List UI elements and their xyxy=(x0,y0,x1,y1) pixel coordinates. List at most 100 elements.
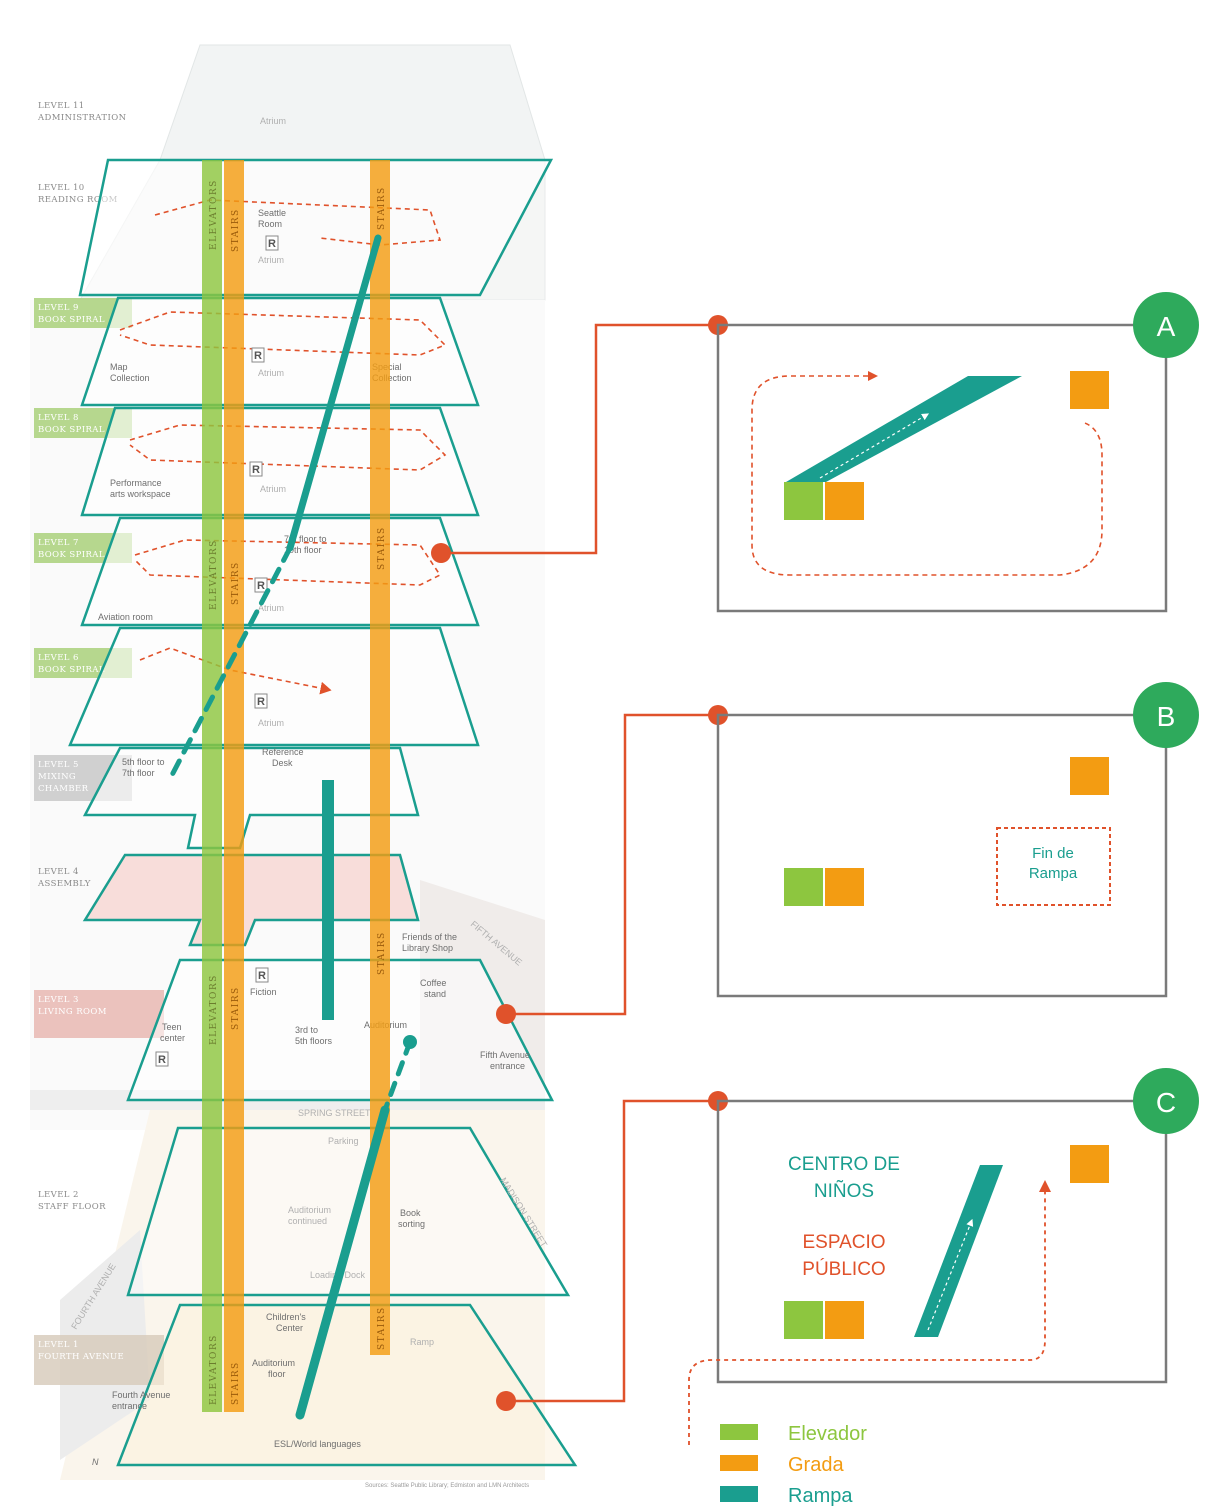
svg-text:STAIRS: STAIRS xyxy=(231,1361,241,1405)
r-marker: R xyxy=(255,967,269,983)
svg-text:Atrium: Atrium xyxy=(258,718,284,728)
svg-text:MIXING: MIXING xyxy=(38,772,76,782)
svg-text:BOOK SPIRAL: BOOK SPIRAL xyxy=(38,550,105,560)
r-marker: R xyxy=(254,693,268,709)
legend-item-rampa: Rampa xyxy=(720,1485,853,1507)
svg-text:Reference: Reference xyxy=(262,747,304,757)
svg-text:STAIRS: STAIRS xyxy=(377,526,387,570)
svg-text:Grada: Grada xyxy=(788,1454,844,1476)
svg-text:ASSEMBLY: ASSEMBLY xyxy=(37,879,91,889)
inset-a-elevator xyxy=(784,482,823,520)
svg-text:Aviation room: Aviation room xyxy=(98,612,153,622)
svg-text:STAIRS: STAIRS xyxy=(231,986,241,1030)
svg-text:LEVEL 2: LEVEL 2 xyxy=(38,1190,79,1200)
svg-text:CHAMBER: CHAMBER xyxy=(38,784,89,794)
inset-c-badge: C xyxy=(1156,1087,1176,1118)
svg-text:Atrium: Atrium xyxy=(260,484,286,494)
inset-b-stair xyxy=(825,868,864,906)
svg-text:ADMINISTRATION: ADMINISTRATION xyxy=(37,113,127,123)
svg-text:LEVEL 9: LEVEL 9 xyxy=(38,303,79,313)
svg-text:LEVEL 11: LEVEL 11 xyxy=(38,101,85,111)
svg-text:ELEVATORS: ELEVATORS xyxy=(209,1334,219,1405)
svg-text:R: R xyxy=(257,696,265,708)
level-10-label: LEVEL 10 READING ROOM xyxy=(38,183,118,205)
svg-text:STAIRS: STAIRS xyxy=(377,931,387,975)
ramp-lower-dashed xyxy=(382,1039,413,1113)
svg-text:ELEVATORS: ELEVATORS xyxy=(209,974,219,1045)
svg-text:STAIRS: STAIRS xyxy=(231,561,241,605)
inset-b-elevator xyxy=(784,868,823,906)
svg-text:R: R xyxy=(158,1054,166,1066)
r-marker: R xyxy=(254,577,268,593)
svg-text:5th floors: 5th floors xyxy=(295,1036,333,1046)
r-marker: R xyxy=(249,461,263,477)
inset-b: Fin de Rampa B xyxy=(716,682,1199,998)
svg-text:R: R xyxy=(258,970,266,982)
svg-text:Map: Map xyxy=(110,362,128,372)
svg-text:Room: Room xyxy=(258,219,282,229)
svg-text:READING ROOM: READING ROOM xyxy=(38,195,118,205)
inset-a-stair xyxy=(825,482,864,520)
svg-text:Teen: Teen xyxy=(162,1022,182,1032)
floor-plate-10 xyxy=(78,158,554,297)
inset-c: CENTRO DE NIÑOS ESPACIO PÚBLICO C xyxy=(688,1068,1199,1445)
svg-text:Library Shop: Library Shop xyxy=(402,943,453,953)
svg-text:Atrium: Atrium xyxy=(260,116,286,126)
svg-text:Auditorium: Auditorium xyxy=(288,1205,331,1215)
svg-text:entrance: entrance xyxy=(490,1061,525,1071)
svg-text:ESL/World languages: ESL/World languages xyxy=(274,1439,361,1449)
svg-text:5th floor to: 5th floor to xyxy=(122,757,165,767)
inset-a-route xyxy=(751,375,1103,576)
svg-text:Coffee: Coffee xyxy=(420,978,446,988)
svg-text:continued: continued xyxy=(288,1216,327,1226)
inset-a-ramp xyxy=(786,376,1022,482)
ramps xyxy=(169,234,417,1420)
svg-text:R: R xyxy=(268,238,276,250)
espacio-line2: PÚBLICO xyxy=(802,1258,885,1280)
floor-plate-3 xyxy=(126,958,555,1102)
svg-text:Atrium: Atrium xyxy=(258,603,284,613)
svg-text:7th floor to: 7th floor to xyxy=(284,534,327,544)
svg-text:Friends of the: Friends of the xyxy=(402,932,457,942)
connectors xyxy=(441,323,718,1403)
svg-text:FOURTH AVENUE: FOURTH AVENUE xyxy=(38,1352,124,1362)
svg-text:Collection: Collection xyxy=(110,373,150,383)
connector-c xyxy=(506,1099,718,1403)
svg-text:10th floor: 10th floor xyxy=(284,545,322,555)
svg-text:Atrium: Atrium xyxy=(258,368,284,378)
svg-text:LEVEL 7: LEVEL 7 xyxy=(38,538,79,548)
svg-text:LEVEL 1: LEVEL 1 xyxy=(38,1340,79,1350)
svg-text:LEVEL 6: LEVEL 6 xyxy=(38,653,79,663)
ramp-lower xyxy=(295,1105,390,1420)
connector-a xyxy=(441,323,718,555)
svg-text:STAIRS: STAIRS xyxy=(377,1306,387,1350)
svg-text:Fourth Avenue: Fourth Avenue xyxy=(112,1390,170,1400)
svg-text:floor: floor xyxy=(268,1369,286,1379)
connector-b xyxy=(506,713,718,1016)
level-4-label: LEVEL 4 ASSEMBLY xyxy=(37,867,91,889)
inset-a: A xyxy=(716,292,1199,613)
svg-text:LEVEL 3: LEVEL 3 xyxy=(38,995,79,1005)
svg-text:ELEVATORS: ELEVATORS xyxy=(209,539,219,610)
svg-text:Center: Center xyxy=(276,1323,303,1333)
svg-text:SPRING STREET: SPRING STREET xyxy=(298,1108,371,1118)
inset-c-route xyxy=(688,1190,1046,1445)
svg-text:Atrium: Atrium xyxy=(258,255,284,265)
inset-b-fin-box xyxy=(996,827,1111,906)
inset-b-stair-2 xyxy=(1070,757,1109,795)
svg-text:Sources: Seattle Public Librar: Sources: Seattle Public Library; Edmisto… xyxy=(365,1483,529,1489)
ramp-node xyxy=(403,1035,417,1049)
svg-text:ELEVATORS: ELEVATORS xyxy=(209,179,219,250)
svg-text:BOOK SPIRAL: BOOK SPIRAL xyxy=(38,315,105,325)
svg-text:LEVEL 8: LEVEL 8 xyxy=(38,413,79,423)
fin-de-rampa-line2: Rampa xyxy=(1029,865,1078,882)
r-marker: R xyxy=(155,1051,169,1067)
inset-c-stair xyxy=(825,1301,864,1339)
legend: Elevador Grada Rampa xyxy=(720,1423,867,1507)
svg-text:Children's: Children's xyxy=(266,1312,306,1322)
svg-text:7th floor: 7th floor xyxy=(122,768,155,778)
level-2-label: LEVEL 2 STAFF FLOOR xyxy=(38,1190,106,1212)
level-3-label: LEVEL 3 LIVING ROOM xyxy=(34,990,164,1038)
svg-text:STAIRS: STAIRS xyxy=(377,186,387,230)
